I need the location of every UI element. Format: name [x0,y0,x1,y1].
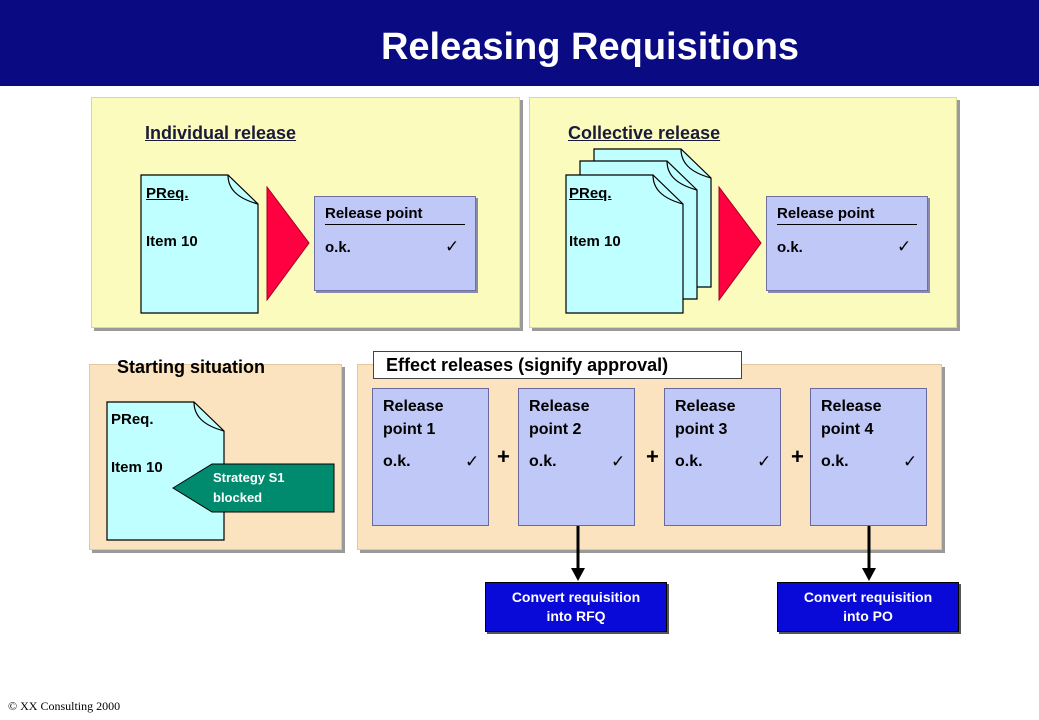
release-point-2-check-icon: ✓ [611,452,626,471]
release-point-1-ok: o.k. [383,453,411,470]
release-point-4-ok: o.k. [821,453,849,470]
release-point-3-title: Release point 3 [675,398,736,438]
release-point-4-title: Release point 4 [821,398,882,438]
individual-check-icon: ✓ [445,237,460,256]
starting-doc-title: PReq. [111,411,154,428]
strategy-blocked-label: Strategy S1 blocked [213,470,285,505]
collective-release-point-label: Release point [777,205,917,225]
release-point-3-check-icon: ✓ [757,452,772,471]
collective-check-icon: ✓ [897,237,912,256]
effect-releases-title: Effect releases (signify approval) [373,351,742,379]
plus-icon-3: + [791,444,804,469]
individual-release-title: Individual release [145,123,297,143]
release-point-2-box: Release point 2 o.k. ✓ [518,388,635,526]
individual-doc-title: PReq. [146,185,189,202]
arrow-down-rfq-icon [571,526,585,581]
page-title: Releasing Requisitions [380,26,800,68]
individual-release-point-box: Release point o.k. ✓ [314,196,476,291]
collective-release-point-box: Release point o.k. ✓ [766,196,928,291]
starting-doc-item: Item 10 [111,459,163,476]
convert-to-po-box: Convert requisition into PO [777,582,959,632]
release-point-1-box: Release point 1 o.k. ✓ [372,388,489,526]
collective-document-stack-icon [565,148,712,314]
collective-release-ok: o.k. [777,239,803,256]
release-point-2-title: Release point 2 [529,398,590,438]
arrow-down-po-icon [862,526,876,581]
copyright-footer: © XX Consulting 2000 [8,699,121,713]
header-bar: Releasing Requisitions [0,0,1039,86]
collective-arrow-icon [718,186,762,301]
convert-to-rfq-box: Convert requisition into RFQ [485,582,667,632]
release-point-3-box: Release point 3 o.k. ✓ [664,388,781,526]
starting-situation-title: Starting situation [117,357,265,377]
release-point-4-check-icon: ✓ [903,452,918,471]
collective-doc-title: PReq. [569,185,612,202]
release-point-3-ok: o.k. [675,453,703,470]
individual-arrow-icon [266,186,310,301]
plus-icon-2: + [646,444,659,469]
collective-doc-item: Item 10 [569,233,621,250]
individual-doc-item: Item 10 [146,233,198,250]
plus-icon-1: + [497,444,510,469]
release-point-4-box: Release point 4 o.k. ✓ [810,388,927,526]
individual-release-point-label: Release point [325,205,465,225]
release-point-1-check-icon: ✓ [465,452,480,471]
collective-release-title: Collective release [568,123,721,143]
release-point-2-ok: o.k. [529,453,557,470]
strategy-blocked-arrow-icon [172,463,335,513]
individual-release-ok: o.k. [325,239,351,256]
release-point-1-title: Release point 1 [383,398,444,438]
individual-document-icon [140,174,259,314]
